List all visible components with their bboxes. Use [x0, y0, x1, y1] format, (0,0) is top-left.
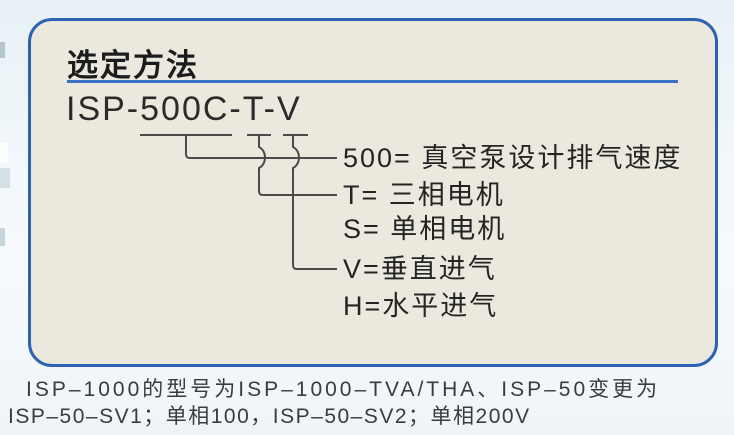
title-underline-rule [67, 80, 678, 83]
scan-artifact [0, 143, 8, 163]
scan-artifact [0, 168, 10, 188]
model-code-text: ISP-500C-T-V [66, 90, 302, 128]
footnote-line-2: ISP–50–SV1；单相100，ISP–50–SV2；单相200V [8, 405, 531, 428]
panel-title: 选定方法 [67, 48, 199, 83]
selection-method-panel [28, 18, 718, 367]
code-label-h: H=水平进气 [343, 291, 499, 321]
scan-artifact [0, 42, 5, 58]
footnote: ISP–1000的型号为ISP–1000–TVA/THA、ISP–50变更为 I… [0, 376, 734, 430]
code-label-t: T= 三相电机 [343, 180, 505, 210]
code-label-500: 500= 真空泵设计排气速度 [343, 143, 683, 173]
footnote-line-1: ISP–1000的型号为ISP–1000–TVA/THA、ISP–50变更为 [26, 378, 661, 401]
scan-artifact [0, 228, 5, 246]
code-label-s: S= 单相电机 [343, 214, 507, 244]
code-label-v: V=垂直进气 [343, 254, 497, 284]
